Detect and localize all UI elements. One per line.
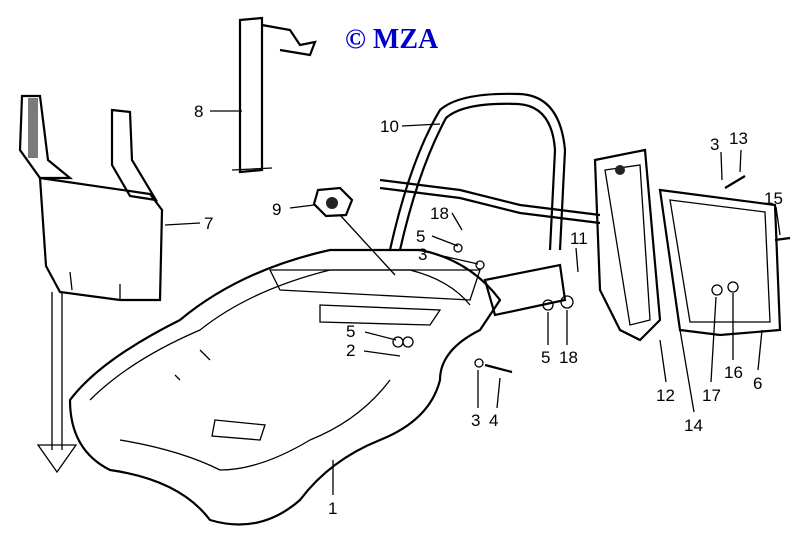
part-11-plate bbox=[483, 263, 567, 317]
label-part-1: 1 bbox=[328, 499, 337, 518]
part-9-nut bbox=[312, 186, 354, 218]
label-part-9: 9 bbox=[272, 200, 281, 219]
label-part-11: 11 bbox=[570, 229, 588, 248]
label-part-3: 3 bbox=[418, 245, 427, 264]
label-part-18: 18 bbox=[430, 204, 449, 223]
label-part-17: 17 bbox=[702, 386, 721, 405]
label-part-16: 16 bbox=[724, 363, 743, 382]
label-part-10: 10 bbox=[380, 117, 399, 136]
label-part-8: 8 bbox=[194, 102, 203, 121]
label-part-15: 15 bbox=[764, 189, 783, 208]
label-part-3: 3 bbox=[710, 135, 719, 154]
label-part-7: 7 bbox=[204, 214, 213, 233]
fasteners bbox=[392, 175, 791, 374]
copyright-watermark: © MZA bbox=[345, 24, 439, 55]
part-10-tube-frame bbox=[379, 92, 601, 251]
label-part-5: 5 bbox=[541, 348, 550, 367]
label-part-12: 12 bbox=[656, 386, 675, 405]
label-part-4: 4 bbox=[489, 411, 498, 430]
label-part-14: 14 bbox=[684, 416, 703, 435]
label-part-6: 6 bbox=[753, 374, 762, 393]
part-1-main-frame bbox=[68, 248, 502, 526]
label-part-18: 18 bbox=[559, 348, 578, 367]
part-7-mud-flap bbox=[18, 94, 164, 302]
label-part-2: 2 bbox=[346, 341, 355, 360]
label-part-5: 5 bbox=[346, 322, 355, 341]
label-part-13: 13 bbox=[729, 129, 748, 148]
part-8-bracket bbox=[231, 16, 317, 174]
part-12-14-bracket bbox=[593, 148, 662, 342]
direction-arrow-icon bbox=[36, 292, 78, 474]
leader-lines bbox=[164, 110, 781, 495]
label-part-5: 5 bbox=[416, 227, 425, 246]
part-6-rear-plate bbox=[658, 188, 782, 337]
label-part-3: 3 bbox=[471, 411, 480, 430]
